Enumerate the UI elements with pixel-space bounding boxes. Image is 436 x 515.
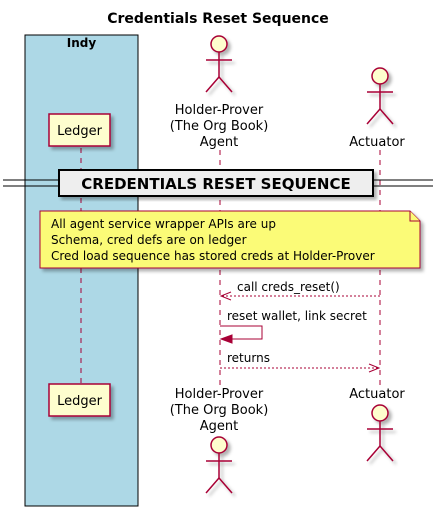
note-line-2: Schema, cred defs are on ledger — [51, 233, 247, 247]
holder-name-line-1-top: Holder-Prover — [175, 103, 264, 118]
diagram-title: Credentials Reset Sequence — [107, 11, 329, 27]
holder-name-line-3-top: Agent — [200, 135, 238, 150]
ledger-participant-top: Ledger — [48, 113, 111, 147]
section-divider: CREDENTIALS RESET SEQUENCE — [3, 169, 433, 197]
message-call-creds-reset: call creds_reset() — [219, 280, 380, 301]
actuator-actor-icon-top — [366, 67, 394, 125]
note-line-1: All agent service wrapper APIs are up — [51, 217, 276, 231]
message-1-label: call creds_reset() — [237, 280, 340, 294]
message-returns: returns — [220, 351, 381, 373]
holder-actor-icon-top — [205, 35, 233, 93]
holder-name-line-3-bottom: Agent — [200, 419, 238, 434]
message-2-label: reset wallet, link secret — [227, 309, 367, 323]
actuator-label-top: Actuator — [349, 135, 405, 150]
holder-name-line-2-top: (The Org Book) — [170, 119, 269, 134]
holder-name-line-2-bottom: (The Org Book) — [170, 403, 269, 418]
actuator-label-bottom: Actuator — [349, 387, 405, 402]
ledger-participant-bottom: Ledger — [48, 383, 111, 417]
indy-box-label: Indy — [67, 36, 97, 50]
ledger-label-top: Ledger — [57, 124, 103, 139]
holder-name-line-1-bottom: Holder-Prover — [175, 387, 264, 402]
message-reset-wallet: reset wallet, link secret — [219, 309, 367, 344]
actuator-actor-icon-bottom — [366, 404, 394, 462]
divider-label: CREDENTIALS RESET SEQUENCE — [81, 175, 350, 193]
holder-actor-icon-bottom — [205, 436, 233, 494]
note-line-3: Cred load sequence has stored creds at H… — [51, 249, 375, 263]
precondition-note: All agent service wrapper APIs are up Sc… — [39, 210, 421, 269]
message-3-label: returns — [227, 351, 270, 365]
ledger-label-bottom: Ledger — [57, 394, 103, 409]
